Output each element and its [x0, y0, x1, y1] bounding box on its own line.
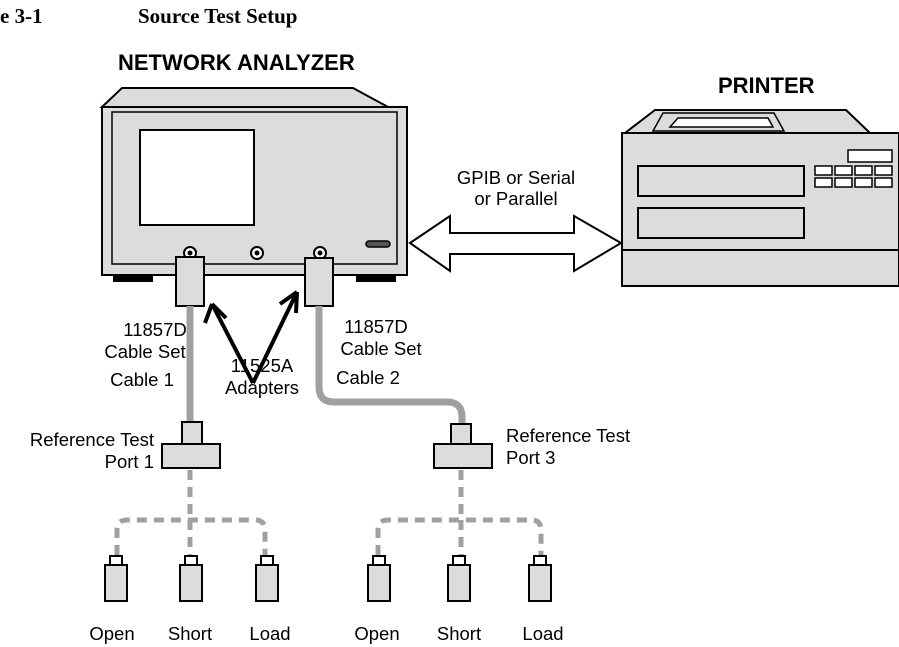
adapter-left	[175, 256, 205, 307]
reference-test-port-3	[433, 423, 493, 469]
adapter-right	[304, 257, 334, 307]
cable-2	[315, 306, 466, 424]
port-right-line1: Reference Test	[506, 425, 630, 446]
adapter-arrow-left	[203, 302, 255, 384]
analyzer-label: NETWORK ANALYZER	[118, 50, 355, 75]
standard-open-right	[367, 564, 391, 602]
standard-label-open-left: Open	[89, 623, 134, 644]
standard-label-short-right: Short	[437, 623, 481, 644]
port-left-line2: Port 1	[105, 451, 154, 472]
adapter-arrow-right	[251, 290, 299, 384]
port-left-line1: Reference Test	[30, 429, 154, 450]
printer-label: PRINTER	[718, 73, 815, 98]
printer-paper-slot-top	[637, 165, 805, 197]
standards-right-dashed-lines	[375, 470, 544, 555]
figure-number: e 3-1	[0, 4, 43, 28]
right-cable-set-line2: Cable Set	[340, 338, 421, 359]
printer	[621, 109, 899, 287]
right-cable-set-line1: 11857D	[344, 316, 407, 337]
link-label-line1: GPIB or Serial	[457, 167, 575, 188]
standard-load-right	[528, 564, 552, 602]
adapters-line1: 11525A	[231, 355, 294, 376]
cable-2-label: Cable 2	[336, 367, 400, 388]
standard-label-short-left: Short	[168, 623, 212, 644]
left-cable-set-line2: Cable Set	[104, 341, 185, 362]
analyzer-screen	[139, 129, 255, 226]
network-analyzer	[99, 87, 408, 282]
link-label-line2: or Parallel	[474, 188, 557, 209]
standard-short-right	[447, 564, 471, 602]
port-right-line2: Port 3	[506, 447, 555, 468]
link-double-arrow	[408, 214, 623, 273]
standard-open-left	[104, 564, 128, 602]
standard-label-open-right: Open	[354, 623, 399, 644]
cable-1-label: Cable 1	[110, 369, 174, 390]
adapters-line2: Adapters	[225, 377, 299, 398]
standards-left-dashed-lines	[114, 470, 268, 555]
printer-display	[847, 149, 893, 163]
printer-paper-slot-bottom	[637, 207, 805, 239]
standard-label-load-right: Load	[522, 623, 563, 644]
left-cable-set-line1: 11857D	[123, 319, 186, 340]
standard-short-left	[179, 564, 203, 602]
reference-test-port-1	[161, 421, 221, 469]
analyzer-handle	[365, 240, 391, 248]
standard-load-left	[255, 564, 279, 602]
figure-title: Source Test Setup	[138, 4, 297, 28]
standard-label-load-left: Load	[249, 623, 290, 644]
